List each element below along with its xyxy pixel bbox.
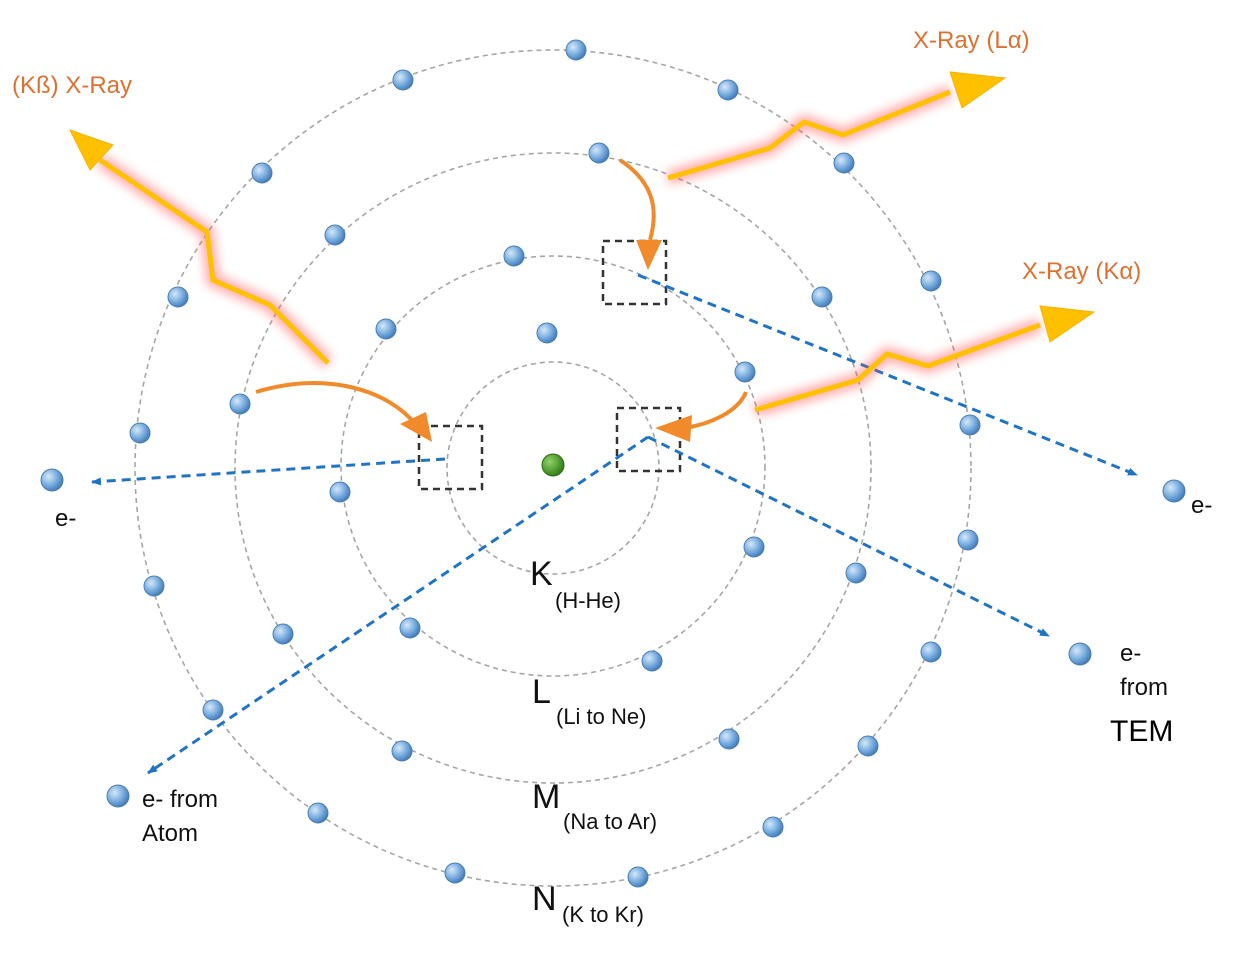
shell-k-range: (H-He) bbox=[555, 588, 621, 613]
orbit-m bbox=[234, 152, 872, 784]
electron bbox=[920, 641, 942, 663]
electron bbox=[202, 699, 224, 721]
transition-m-to-l bbox=[618, 158, 656, 241]
electron bbox=[811, 286, 833, 308]
orbit-electrons bbox=[129, 39, 981, 888]
shell-n-range: (K to Kr) bbox=[562, 902, 644, 927]
arrowhead bbox=[400, 412, 432, 442]
electron bbox=[833, 152, 855, 174]
xray-lalpha-label: X-Ray (Lα) bbox=[913, 27, 1030, 54]
vacancy-k-shell-right bbox=[615, 406, 682, 473]
scattered-tem-electron bbox=[1068, 642, 1092, 666]
xray-kbeta-label: (Kß) X-Ray bbox=[12, 72, 132, 99]
electron bbox=[743, 536, 765, 558]
electron bbox=[641, 650, 663, 672]
electron bbox=[957, 529, 979, 551]
electron bbox=[143, 575, 165, 597]
electron bbox=[565, 39, 587, 61]
shell-n-letter: N bbox=[532, 880, 557, 918]
electron bbox=[272, 623, 294, 645]
transition-l-to-k-right bbox=[684, 391, 748, 430]
electron bbox=[391, 740, 413, 762]
xray-lalpha-ray bbox=[667, 89, 951, 181]
ejected-electron-right-label: e- bbox=[1191, 492, 1212, 519]
shell-k-letter: K bbox=[530, 555, 553, 593]
tem-electron-label-line1: e- bbox=[1120, 640, 1141, 667]
electron bbox=[627, 866, 649, 888]
path-tem-incoming bbox=[147, 435, 649, 775]
electron bbox=[734, 361, 756, 383]
shell-m-range: (Na to Ar) bbox=[563, 809, 657, 834]
electron bbox=[392, 69, 414, 91]
path-ejected-right bbox=[637, 273, 1138, 477]
electron bbox=[329, 481, 351, 503]
electron bbox=[129, 422, 151, 444]
shell-l-letter: L bbox=[532, 673, 551, 711]
orbits bbox=[134, 49, 972, 887]
free-electrons bbox=[40, 468, 1186, 808]
xray-kbeta-ray bbox=[98, 157, 330, 365]
ejected-electron-left bbox=[40, 468, 64, 492]
transition-l-to-k-left bbox=[255, 381, 418, 427]
electron bbox=[920, 270, 942, 292]
electron bbox=[536, 322, 558, 344]
arrowhead bbox=[655, 415, 692, 442]
atom-electron bbox=[106, 784, 130, 808]
vacancies bbox=[417, 239, 682, 491]
shell-labels: K (H-He) L (Li to Ne) M (Na to Ar) N (K … bbox=[530, 555, 657, 927]
path-ejected-left bbox=[91, 457, 446, 486]
nucleus bbox=[541, 453, 565, 477]
vacancy-l-shell bbox=[601, 239, 668, 306]
xray-kbeta-head bbox=[69, 129, 114, 171]
atom-electron-label-line2: Atom bbox=[142, 820, 198, 847]
path-tem-scattered bbox=[647, 435, 1050, 638]
electron bbox=[762, 816, 784, 838]
electron bbox=[324, 224, 346, 246]
xray-kbeta-glow bbox=[96, 154, 333, 368]
shell-l-range: (Li to Ne) bbox=[556, 704, 646, 729]
electron bbox=[588, 142, 610, 164]
electron bbox=[444, 862, 466, 884]
arrowhead bbox=[636, 240, 662, 270]
electron bbox=[167, 286, 189, 308]
electron bbox=[375, 318, 397, 340]
atom-electron-label-line1: e- from bbox=[142, 786, 218, 813]
electron-paths bbox=[91, 273, 1138, 775]
tem-electron-label-line3: TEM bbox=[1110, 715, 1173, 748]
xray-kalpha-label: X-Ray (Kα) bbox=[1022, 258, 1141, 285]
orbit-l bbox=[340, 255, 766, 677]
electron bbox=[503, 245, 525, 267]
electron bbox=[307, 802, 329, 824]
electron bbox=[718, 728, 740, 750]
shell-m-letter: M bbox=[532, 778, 560, 816]
electron bbox=[229, 393, 251, 415]
xray-kalpha-ray bbox=[754, 322, 1041, 413]
orbit-n bbox=[134, 49, 972, 887]
electron bbox=[251, 162, 273, 184]
electron bbox=[717, 79, 739, 101]
xray-arrows bbox=[69, 71, 1096, 417]
xray-kalpha-head bbox=[1039, 305, 1096, 343]
electron bbox=[959, 414, 981, 436]
xray-lalpha-head bbox=[949, 71, 1007, 109]
transition-arrows bbox=[255, 158, 748, 442]
tem-electron-label-line2: from bbox=[1120, 674, 1168, 701]
electron bbox=[845, 562, 867, 584]
electron bbox=[399, 617, 421, 639]
ejected-electron-right bbox=[1162, 479, 1186, 503]
ejected-electron-left-label: e- bbox=[55, 505, 76, 532]
orbit-k bbox=[446, 361, 660, 575]
vacancy-k-shell-left bbox=[417, 424, 484, 491]
electron bbox=[857, 735, 879, 757]
